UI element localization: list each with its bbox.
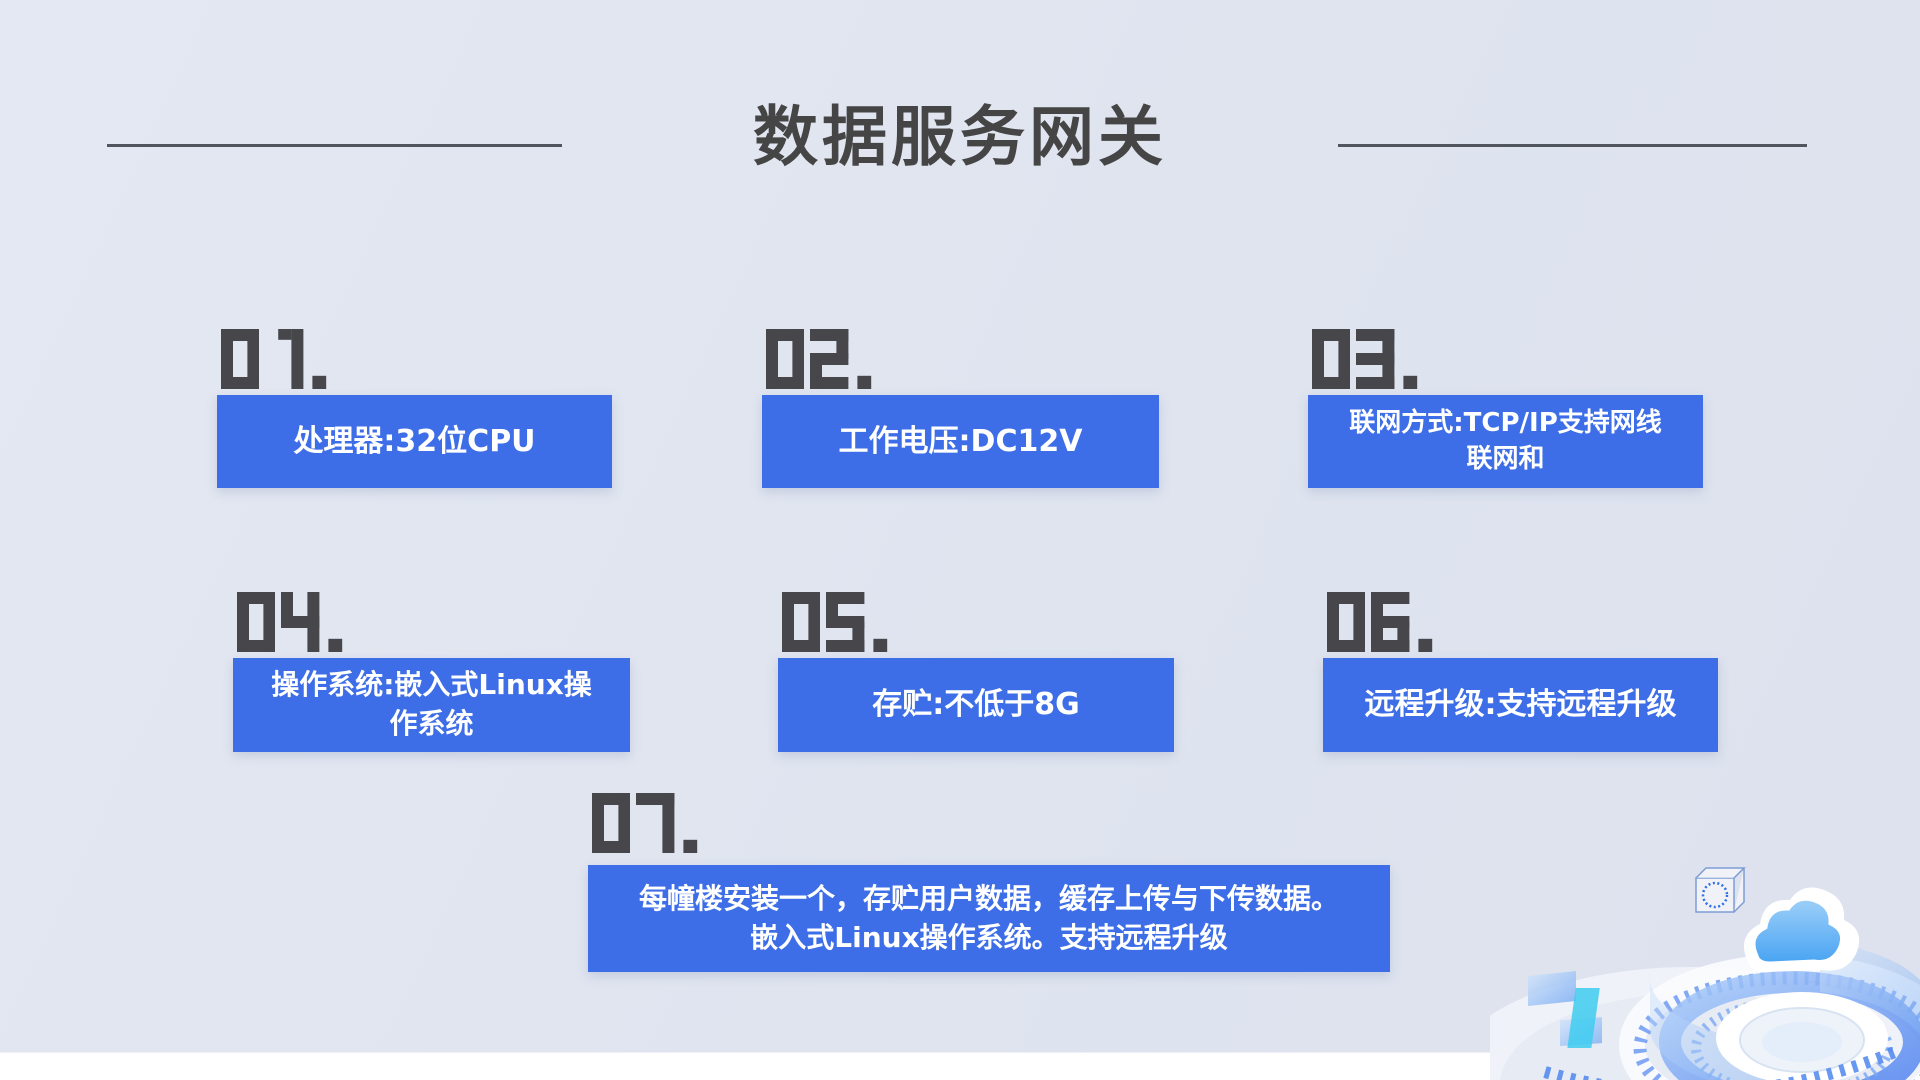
feature-item-07: 每幢楼安装一个，存贮用户数据，缓存上传与下传数据。 嵌入式Linux操作系统。支… [588,793,1390,972]
item-text-02: 工作电压:DC12V [838,423,1083,459]
item-number-05 [782,592,889,652]
page-title: 数据服务网关 [752,100,1167,175]
feature-item-03: 联网方式:TCP/IP支持网线 联网和 [1308,329,1703,488]
item-text-03: 联网方式:TCP/IP支持网线 联网和 [1349,407,1662,474]
item-number-02 [766,329,873,389]
feature-item-05: 存贮:不低于8G [778,592,1174,752]
item-box-02: 工作电压:DC12V [762,395,1159,488]
item-text-04: 操作系统:嵌入式Linux操 作系统 [271,668,592,740]
title-divider-right [1338,144,1807,147]
feature-item-06: 远程升级:支持远程升级 [1323,592,1718,752]
feature-item-04: 操作系统:嵌入式Linux操 作系统 [233,592,630,752]
item-number-01 [221,329,328,389]
title-divider-left [107,144,562,147]
feature-item-01: 处理器:32位CPU [217,329,612,488]
item-box-07: 每幢楼安装一个，存贮用户数据，缓存上传与下传数据。 嵌入式Linux操作系统。支… [588,865,1390,972]
item-number-07 [592,793,699,853]
item-box-04: 操作系统:嵌入式Linux操 作系统 [233,658,630,752]
item-text-07: 每幢楼安装一个，存贮用户数据，缓存上传与下传数据。 嵌入式Linux操作系统。支… [638,881,1339,954]
item-box-01: 处理器:32位CPU [217,395,612,488]
item-number-03 [1312,329,1419,389]
item-box-06: 远程升级:支持远程升级 [1323,658,1718,752]
item-text-05: 存贮:不低于8G [872,687,1080,723]
item-number-06 [1327,592,1434,652]
item-box-03: 联网方式:TCP/IP支持网线 联网和 [1308,395,1703,488]
feature-item-02: 工作电压:DC12V [762,329,1159,488]
item-box-05: 存贮:不低于8G [778,658,1174,752]
cloud-platform-3d-illustration [1490,867,1920,1080]
item-text-01: 处理器:32位CPU [293,423,536,459]
item-text-06: 远程升级:支持远程升级 [1364,687,1677,723]
item-number-04 [237,592,344,652]
